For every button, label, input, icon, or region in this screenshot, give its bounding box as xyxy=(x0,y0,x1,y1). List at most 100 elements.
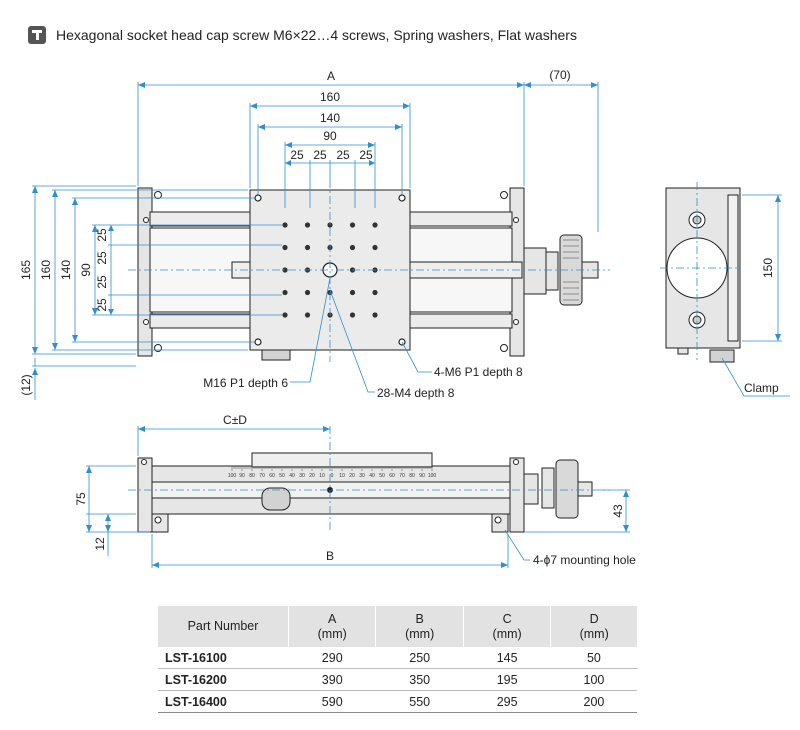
scale-label: 30 xyxy=(299,473,305,479)
dim-140-label: 140 xyxy=(320,111,340,125)
front-wheel-collar xyxy=(541,467,555,509)
col-a: A(mm) xyxy=(288,606,377,647)
scale-label: 80 xyxy=(409,473,415,479)
front-wheel-hub xyxy=(523,473,539,505)
front-right-end xyxy=(509,457,525,533)
m4-hole xyxy=(372,222,378,228)
scale-label: 40 xyxy=(289,473,295,479)
scale-label: 30 xyxy=(359,473,365,479)
callout-clamp: Clamp xyxy=(744,381,779,395)
m4-hole xyxy=(282,289,288,296)
technical-drawing: A (70) 160 140 90 25 25 25 25 165 160 14… xyxy=(19,68,790,568)
spec-table: Part Number A(mm) B(mm) C(mm) D(mm) LST-… xyxy=(158,606,637,713)
screw-fastener-icon xyxy=(28,26,46,44)
scale-label: 100 xyxy=(228,473,237,479)
dim-25v-label: 25 xyxy=(95,251,109,265)
dim-25v-label: 25 xyxy=(95,275,109,289)
b-cell: 250 xyxy=(375,647,464,669)
dim-25v-label: 25 xyxy=(95,298,109,312)
front-carriage-top xyxy=(251,452,433,468)
dim-12-label: 12 xyxy=(93,537,107,551)
scale-label: 60 xyxy=(269,473,275,479)
scale-label: 10 xyxy=(319,473,325,479)
scale-label: 10 xyxy=(339,473,345,479)
dim-25v-label: 25 xyxy=(95,228,109,242)
dim-25-label: 25 xyxy=(336,148,350,162)
m4-hole xyxy=(349,289,356,296)
d-cell: 50 xyxy=(550,647,637,669)
end-view-dims xyxy=(660,182,790,397)
b-cell: 550 xyxy=(375,690,464,713)
a-cell: 290 xyxy=(288,647,376,669)
dim-160-label: 160 xyxy=(320,90,340,104)
scale-label: 90 xyxy=(239,473,245,479)
clamp-knob-top xyxy=(261,349,291,361)
dim-25-label: 25 xyxy=(313,148,327,162)
table-row: LST-16100 290 250 145 50 xyxy=(158,647,637,669)
dim-b-label: B xyxy=(326,549,334,563)
col-b: B(mm) xyxy=(375,606,464,647)
scale-label: 50 xyxy=(379,473,385,479)
scale-label: 40 xyxy=(369,473,375,479)
dim-165-label: 165 xyxy=(19,260,33,280)
top-view xyxy=(137,187,599,361)
callout-mount: 4-ϕ7 mounting hole xyxy=(533,553,636,567)
dim-cd-label: C±D xyxy=(223,413,247,427)
callout-m16: M16 P1 depth 6 xyxy=(203,376,288,390)
scale-label: 70 xyxy=(259,473,265,479)
scale-label: 50 xyxy=(279,473,285,479)
m4-hole xyxy=(304,222,311,228)
scale-ruler xyxy=(231,466,433,471)
c-cell: 295 xyxy=(463,690,551,713)
m4-hole xyxy=(372,289,378,296)
dim-75-label: 75 xyxy=(74,492,88,506)
end-view-foot xyxy=(677,347,689,355)
front-left-end xyxy=(137,457,153,533)
callout-m4: 28-M4 depth 8 xyxy=(377,386,455,400)
b-cell: 350 xyxy=(375,668,464,691)
handwheel-knurl xyxy=(563,239,579,301)
part-number-cell: LST-16400 xyxy=(158,690,289,713)
front-left-foot xyxy=(151,513,169,533)
dim-tick-marks xyxy=(108,160,375,315)
center-lines xyxy=(128,180,610,362)
c-cell: 195 xyxy=(463,668,551,691)
m4-hole xyxy=(282,222,288,228)
d-cell: 200 xyxy=(550,690,637,713)
scale-label: 70 xyxy=(399,473,405,479)
scale-label: 20 xyxy=(349,473,355,479)
m4-hole xyxy=(372,312,378,318)
end-view xyxy=(665,187,741,363)
front-dims xyxy=(86,426,630,568)
dim-12p-label: (12) xyxy=(19,374,33,395)
dim-a-label: A xyxy=(327,69,335,83)
m4-hole xyxy=(349,222,356,228)
scale-label: 90 xyxy=(419,473,425,479)
m4-hole xyxy=(304,289,311,296)
dim-140v-label: 140 xyxy=(59,260,73,280)
dim-90v-label: 90 xyxy=(79,263,93,277)
header-text: Hexagonal socket head cap screw M6×22…4 … xyxy=(56,27,577,43)
dim-25-label: 25 xyxy=(290,148,304,162)
front-handwheel-knob xyxy=(577,481,593,497)
m4-hole xyxy=(372,244,378,251)
dim-25-label: 25 xyxy=(359,148,373,162)
d-cell: 100 xyxy=(550,668,637,691)
a-cell: 590 xyxy=(288,690,376,713)
scale-label: 20 xyxy=(309,473,315,479)
m4-hole xyxy=(304,244,311,251)
c-cell: 145 xyxy=(463,647,551,669)
part-number-cell: LST-16100 xyxy=(158,647,289,669)
front-right-foot xyxy=(491,513,509,533)
m6-holes xyxy=(254,194,406,346)
scale-label: 100 xyxy=(428,473,437,479)
m4-hole xyxy=(304,312,311,318)
handwheel-collar xyxy=(545,251,559,291)
m4-hole xyxy=(282,312,288,318)
m4-hole xyxy=(349,244,356,251)
header: Hexagonal socket head cap screw M6×22…4 … xyxy=(28,24,577,46)
dim-43-label: 43 xyxy=(611,504,625,518)
dim-90-label: 90 xyxy=(323,129,337,143)
front-view xyxy=(137,452,593,533)
callout-m6: 4-M6 P1 depth 8 xyxy=(434,365,523,379)
